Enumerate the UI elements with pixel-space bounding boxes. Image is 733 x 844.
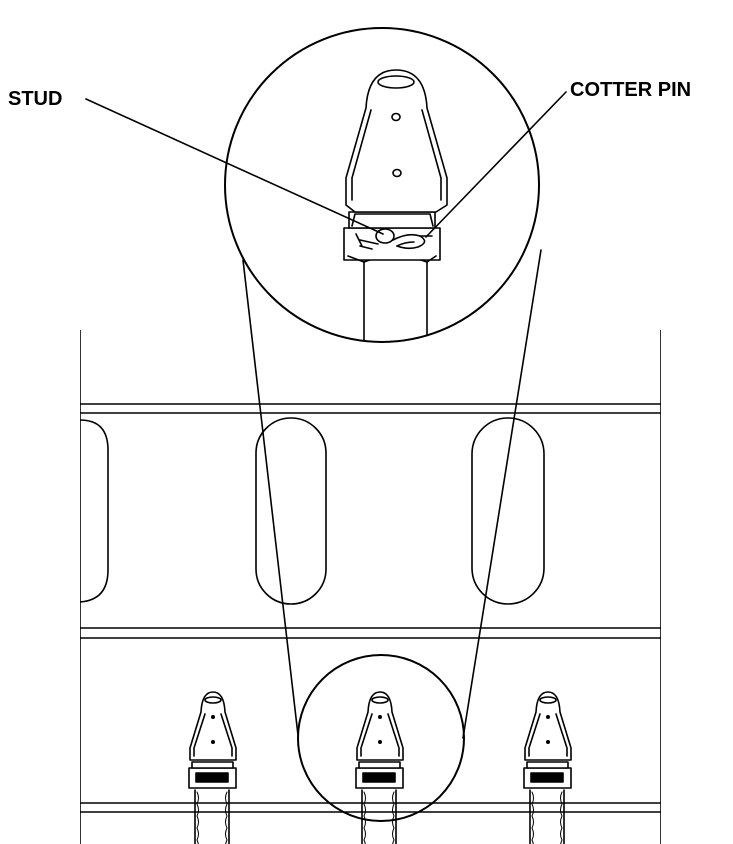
magnify-line-left [242,259,299,736]
bracket-left [188,691,237,844]
detail-circle-small [297,654,465,822]
stud-label: STUD [8,88,63,110]
slot-center [255,417,327,605]
panel-lower-rail [80,627,661,639]
magnify-line-right [462,249,542,739]
cotter-pin-label: COTTER PIN [570,79,692,101]
bracket-right [523,691,572,844]
cotter-pin-leader-line [425,91,567,238]
slot-left [80,419,109,603]
stud-leader-line [85,98,384,235]
frame-panel [80,330,661,844]
panel-bottom-rail [80,802,661,813]
slot-right [471,417,545,605]
panel-upper-rail [80,403,661,414]
